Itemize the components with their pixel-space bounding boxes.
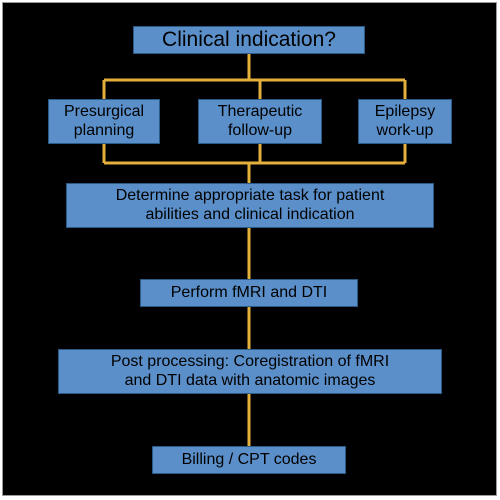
epilepsy-work-up-box: Epilepsy work-up <box>358 99 452 144</box>
clinical-indication-box: Clinical indication? <box>133 26 365 54</box>
therapeutic-follow-up-box: Therapeutic follow-up <box>198 99 322 144</box>
connector-group <box>102 54 407 446</box>
presurgical-planning-box: Presurgical planning <box>48 99 160 144</box>
perform-fmri-dti-box: Perform fMRI and DTI <box>140 279 358 307</box>
determine-task-box: Determine appropriate task for patient a… <box>66 183 434 228</box>
billing-cpt-box: Billing / CPT codes <box>152 446 346 474</box>
post-processing-box: Post processing: Coregistration of fMRI … <box>58 349 442 394</box>
